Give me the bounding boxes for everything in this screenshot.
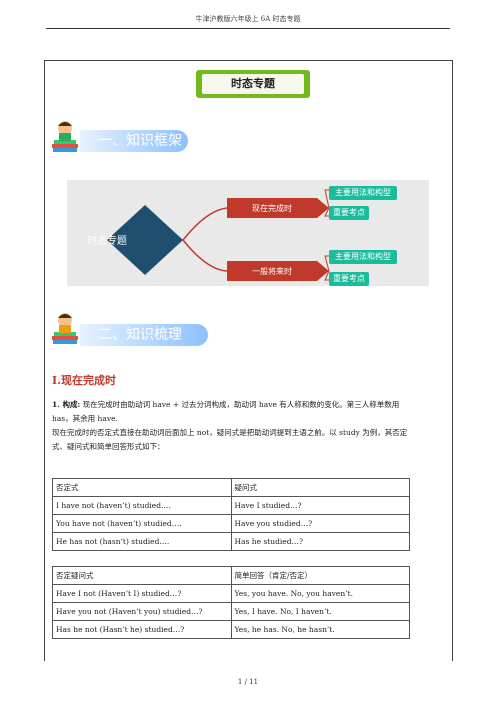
student-reading-icon (52, 313, 78, 344)
table-negative-question-answers: 否定疑问式 简单回答（肯定/否定） Have I not (Haven’t I)… (52, 566, 410, 639)
table-cell: Yes, I have. No, I haven’t. (230, 602, 410, 621)
branch-upper-shape (227, 198, 329, 218)
table-cell: Have I studied…? (230, 496, 410, 515)
subsection-heading: Ⅰ.现在完成时 (52, 374, 116, 387)
connector-upper (182, 207, 228, 241)
table-header-cell: 否定式 (52, 478, 232, 497)
table-cell: Has he studied…? (230, 532, 410, 551)
leaf-usage-1: 主要用法和构型 (329, 186, 397, 200)
content-frame (44, 60, 453, 661)
branch-label-present-perfect: 现在完成时 (252, 204, 292, 213)
page-title: 时态专题 (202, 74, 304, 94)
table-cell: Yes, you have. No, you haven’t. (230, 584, 410, 603)
branch-label-simple-future: 一般将来时 (252, 267, 292, 276)
table-header-cell: 否定疑问式 (52, 566, 232, 585)
table-negative-interrogative: 否定式 疑问式 I have not (haven’t) studied…. H… (52, 478, 410, 551)
header-rule (46, 28, 450, 29)
table-cell: Has he not (Hasn’t he) studied…? (52, 620, 232, 639)
structure-text: 现在完成时由助动词 have + 过去分词构成，助动词 have 有人称和数的变… (52, 400, 400, 423)
table-cell: Have I not (Haven’t I) studied…? (52, 584, 232, 603)
table-cell: I have not (haven’t) studied…. (52, 496, 232, 515)
table-header-cell: 简单回答（肯定/否定） (230, 566, 410, 585)
student-reading-icon (52, 121, 78, 152)
table-cell: He has not (hasn’t) studied…. (52, 532, 232, 551)
table-row: Has he not (Hasn’t he) studied…? Yes, he… (52, 620, 410, 639)
table-row: You have not (haven’t) studied…. Have yo… (52, 514, 410, 533)
table-cell: Have you not (Haven’t you) studied…? (52, 602, 232, 621)
table-row: Have you not (Haven’t you) studied…? Yes… (52, 602, 410, 621)
leaf-keypoints-1: 重要考点 (329, 206, 369, 220)
page-header: 牛津沪教版六年级上 6A 时态专题 (195, 15, 301, 23)
table-cell: You have not (haven’t) studied…. (52, 514, 232, 533)
section-heading-framework: 一、知识框架 (80, 130, 188, 152)
table-header-row: 否定式 疑问式 (52, 478, 410, 497)
diagram-graphics (107, 189, 330, 281)
leaf-usage-2: 主要用法和构型 (329, 250, 397, 264)
table-cell: Have you studied…? (230, 514, 410, 533)
section-heading-review: 二、知识梳理 (80, 324, 208, 346)
connector-lower (182, 239, 228, 272)
table-row: I have not (haven’t) studied…. Have I st… (52, 496, 410, 515)
page-number: 1 / 11 (237, 678, 259, 686)
table-header-cell: 疑问式 (230, 478, 410, 497)
branch-lower-shape (227, 261, 329, 281)
diagram-root-diamond (107, 205, 183, 275)
table-row: He has not (hasn’t) studied…. Has he stu… (52, 532, 410, 551)
table-row: Have I not (Haven’t I) studied…? Yes, yo… (52, 584, 410, 603)
diagram-root-label: 时态专题 (87, 236, 127, 247)
structure-label: 1. 构成: (52, 400, 81, 409)
table-cell: Yes, he has. No, he hasn’t. (230, 620, 410, 639)
paragraph-structure: 1. 构成: 现在完成时由助动词 have + 过去分词构成，助动词 have … (52, 398, 422, 426)
paragraph-negation: 现在完成时的否定式直接在助动词后面加上 not，疑问式是把助动词提到主语之前。以… (52, 428, 408, 451)
table-header-row: 否定疑问式 简单回答（肯定/否定） (52, 566, 410, 585)
title-banner: 时态专题 (196, 70, 310, 98)
leaf-keypoints-2: 重要考点 (329, 272, 369, 286)
